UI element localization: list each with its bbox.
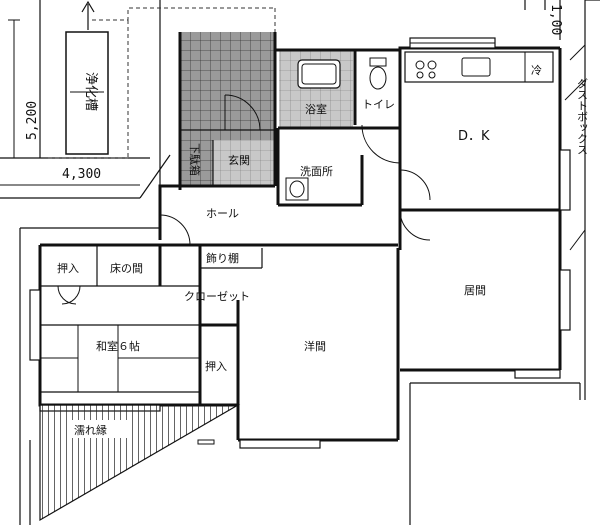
step-stone	[197, 439, 215, 445]
oshiire-left-label: 押入	[57, 261, 79, 275]
toilet-label: トイレ	[362, 98, 395, 111]
septic-tank-label: 浄化槽	[83, 72, 98, 111]
dk-label: D．K	[458, 129, 490, 144]
dust-box-label: ダストボックス	[576, 78, 589, 155]
kitchen-counter	[404, 51, 554, 83]
north-arrow-icon	[81, 0, 95, 30]
entrance-label: 玄関	[228, 153, 250, 167]
interior-walls	[40, 48, 560, 405]
veranda-label-bg	[70, 420, 132, 438]
dimension-left-horizontal: 4,300	[62, 167, 101, 182]
septic-tank	[65, 31, 109, 155]
washbasin-icon	[285, 177, 309, 201]
closet-label: クローゼット	[184, 290, 250, 303]
western-room-label: 洋間	[304, 339, 326, 353]
fridge-label: 冷	[531, 64, 542, 77]
tokonoma-label: 床の間	[110, 261, 143, 275]
washitsu-label: 和室６帖	[96, 339, 140, 353]
living-room-label: 居間	[464, 284, 486, 297]
veranda-deck	[39, 404, 241, 522]
door-swings	[57, 94, 431, 305]
genkan-floor	[213, 140, 275, 186]
oshiire-right-label: 押入	[205, 359, 227, 373]
washroom-label: 洗面所	[300, 165, 333, 178]
bathroom-label: 浴室	[305, 102, 327, 116]
hall-label: ホール	[206, 207, 239, 220]
dimension-top-right: 1,00	[548, 4, 563, 35]
decor-shelf-label: 飾り棚	[206, 251, 239, 265]
shoe-box-label: 下駄箱	[188, 143, 202, 176]
tatami-mats	[40, 325, 200, 392]
toilet-icon	[369, 57, 387, 90]
dimension-left-vertical: 5,200	[25, 101, 40, 140]
bathtub-icon	[297, 59, 341, 89]
veranda-label: 濡れ縁	[74, 423, 107, 437]
dust-box-area	[564, 44, 586, 251]
dimension-lines	[0, 19, 140, 186]
